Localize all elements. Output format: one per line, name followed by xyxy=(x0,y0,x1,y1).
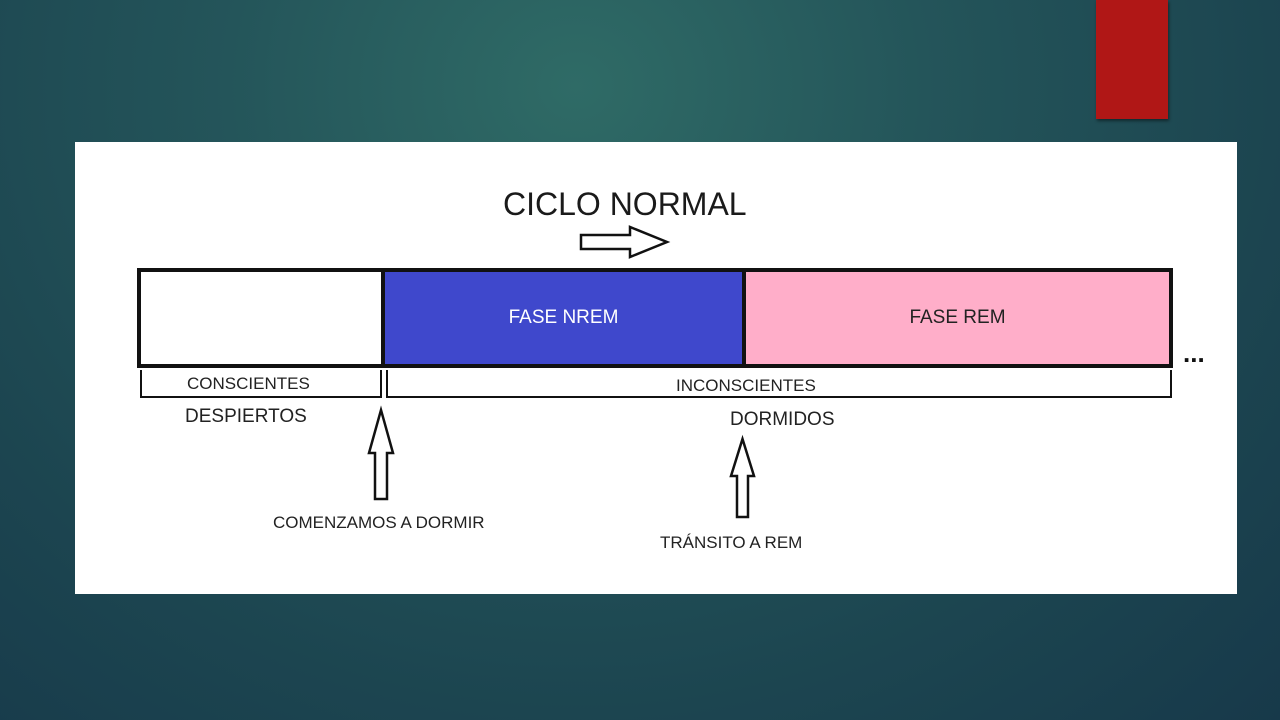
diagram-title: CICLO NORMAL xyxy=(503,186,747,222)
diagram-arrows xyxy=(367,225,756,519)
phase-rem-segment: FASE REM xyxy=(746,272,1169,364)
sleep-cycle-bar: FASE NREM FASE REM xyxy=(137,268,1173,368)
label-awake: DESPIERTOS xyxy=(185,406,307,427)
arrow-up-start-sleep-icon xyxy=(367,405,395,501)
label-transition-rem: TRÁNSITO A REM xyxy=(660,533,803,552)
accent-tab xyxy=(1096,0,1168,119)
phase-nrem-segment: FASE NREM xyxy=(385,272,746,364)
arrow-up-transition-rem-icon xyxy=(729,434,756,519)
bracket-conscious xyxy=(140,370,382,398)
label-unconscious: INCONSCIENTES xyxy=(676,376,816,395)
arrow-right-icon xyxy=(579,225,671,259)
diagram-panel: CICLO NORMAL FASE NREM FASE REM ... CONS… xyxy=(75,142,1237,594)
label-start-sleep: COMENZAMOS A DORMIR xyxy=(273,513,485,532)
label-conscious: CONSCIENTES xyxy=(187,374,310,393)
phase-nrem-label: FASE NREM xyxy=(508,307,619,328)
label-asleep: DORMIDOS xyxy=(730,409,835,430)
phase-awake-segment xyxy=(141,272,385,364)
phase-rem-label: FASE REM xyxy=(909,307,1006,328)
bracket-unconscious xyxy=(386,370,1172,398)
continuation-ellipsis: ... xyxy=(1183,338,1205,368)
